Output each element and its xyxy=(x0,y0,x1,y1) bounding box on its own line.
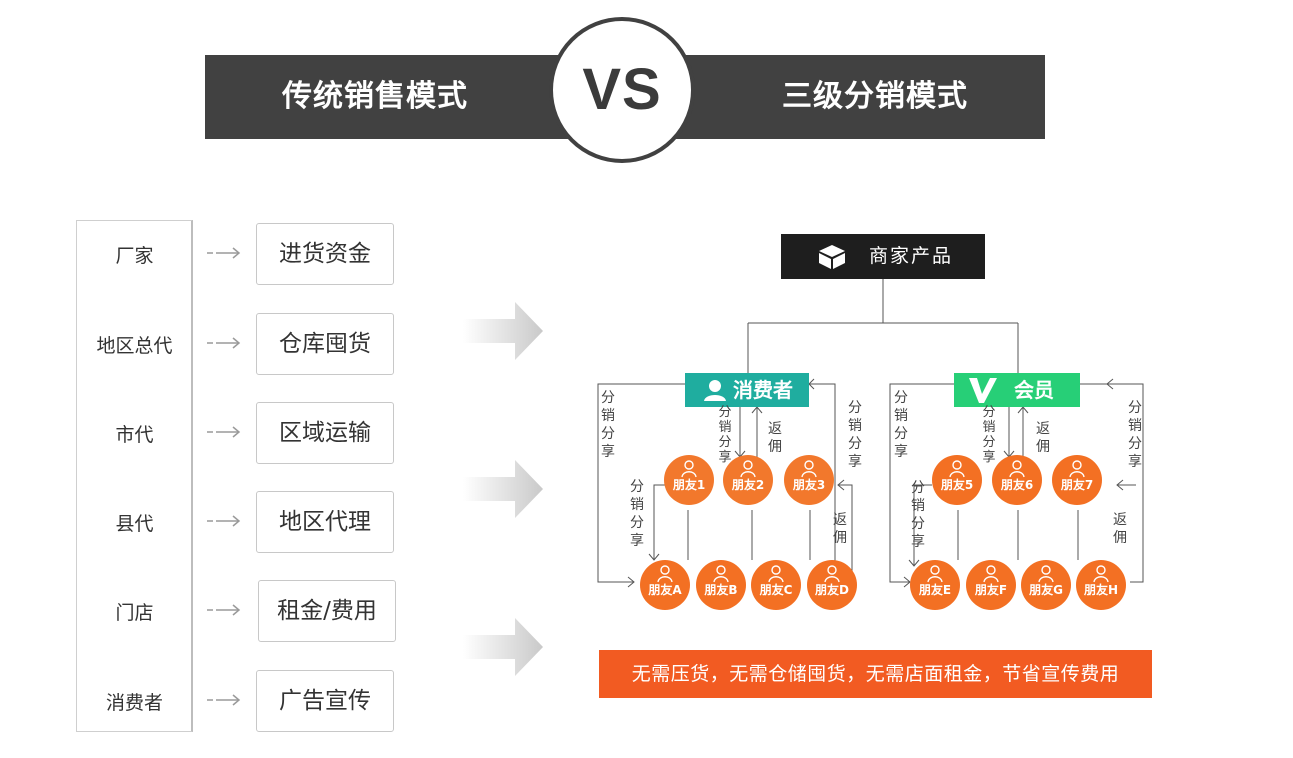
share-label: 分销分享 xyxy=(894,390,908,460)
cost-regional-agency: 地区代理 xyxy=(256,491,394,553)
friend-node: 朋友6 xyxy=(992,455,1042,505)
friend-node: 朋友D xyxy=(807,560,857,610)
cost-purchase-capital: 进货资金 xyxy=(256,223,394,285)
friend-node: 朋友B xyxy=(696,560,746,610)
share-label: 分销分享 xyxy=(718,405,732,465)
person-icon xyxy=(768,565,784,583)
share-label: 分销分享 xyxy=(1128,400,1142,470)
friend-node: 朋友1 xyxy=(664,455,714,505)
person-icon xyxy=(681,460,697,478)
consumer-tag: 消费者 xyxy=(685,373,809,407)
person-icon xyxy=(824,565,840,583)
friend-node: 朋友C xyxy=(751,560,801,610)
level-city-agent: 市代 xyxy=(115,424,154,446)
arrow-right-icon xyxy=(207,604,241,616)
right-title: 三级分销模式 xyxy=(782,79,968,114)
friend-node: 朋友G xyxy=(1021,560,1071,610)
level-county-agent: 县代 xyxy=(115,513,154,535)
box-icon xyxy=(819,245,845,269)
person-icon xyxy=(949,460,965,478)
friend-node: 朋友A xyxy=(640,560,690,610)
cost-rent-fees: 租金/费用 xyxy=(258,580,396,642)
big-arrow-icon xyxy=(463,618,543,676)
share-label: 分销分享 xyxy=(630,479,644,549)
friend-node: 朋友7 xyxy=(1052,455,1102,505)
friend-node: 朋友2 xyxy=(723,455,773,505)
person-icon xyxy=(801,460,817,478)
share-label: 分销分享 xyxy=(911,480,925,550)
friend-node: 朋友5 xyxy=(932,455,982,505)
v-badge-icon xyxy=(969,378,997,403)
arrow-right-icon xyxy=(207,247,241,259)
person-icon xyxy=(713,565,729,583)
cost-warehouse-stock: 仓库囤货 xyxy=(256,313,394,375)
user-icon xyxy=(704,380,726,401)
level-consumer: 消费者 xyxy=(105,692,163,714)
share-label: 分销分享 xyxy=(982,405,996,465)
person-icon xyxy=(1009,460,1025,478)
cost-regional-transport: 区域运输 xyxy=(256,402,394,464)
person-icon xyxy=(1038,565,1054,583)
rebate-label: 返佣 xyxy=(833,512,847,546)
merchant-product: 商家产品 xyxy=(781,234,985,279)
small-arrows xyxy=(207,247,241,706)
arrow-right-icon xyxy=(207,337,241,349)
left-title: 传统销售模式 xyxy=(282,79,468,114)
arrow-right-icon xyxy=(207,515,241,527)
vs-badge: VS xyxy=(549,17,695,163)
channel-levels-box xyxy=(76,220,193,732)
person-icon xyxy=(927,565,943,583)
share-label: 分销分享 xyxy=(601,390,615,460)
share-label: 分销分享 xyxy=(848,400,862,470)
friend-node: 朋友H xyxy=(1076,560,1126,610)
rebate-label: 返佣 xyxy=(1113,512,1127,546)
friend-node: 朋友E xyxy=(910,560,960,610)
arrow-right-icon xyxy=(207,426,241,438)
person-icon xyxy=(740,460,756,478)
arrow-right-icon xyxy=(207,694,241,706)
level-manufacturer: 厂家 xyxy=(115,245,154,267)
level-store: 门店 xyxy=(115,602,154,624)
person-icon xyxy=(983,565,999,583)
rebate-label: 返佣 xyxy=(768,421,782,455)
cost-advertising: 广告宣传 xyxy=(256,670,394,732)
level-regional-agent: 地区总代 xyxy=(96,335,173,357)
benefit-banner: 无需压货，无需仓储囤货，无需店面租金，节省宣传费用 xyxy=(599,650,1152,698)
person-icon xyxy=(1093,565,1109,583)
rebate-label: 返佣 xyxy=(1036,421,1050,455)
person-icon xyxy=(657,565,673,583)
person-icon xyxy=(1069,460,1085,478)
friend-node: 朋友F xyxy=(966,560,1016,610)
big-arrow-icon xyxy=(463,460,543,518)
big-arrow-icon xyxy=(463,302,543,360)
friend-node: 朋友3 xyxy=(784,455,834,505)
